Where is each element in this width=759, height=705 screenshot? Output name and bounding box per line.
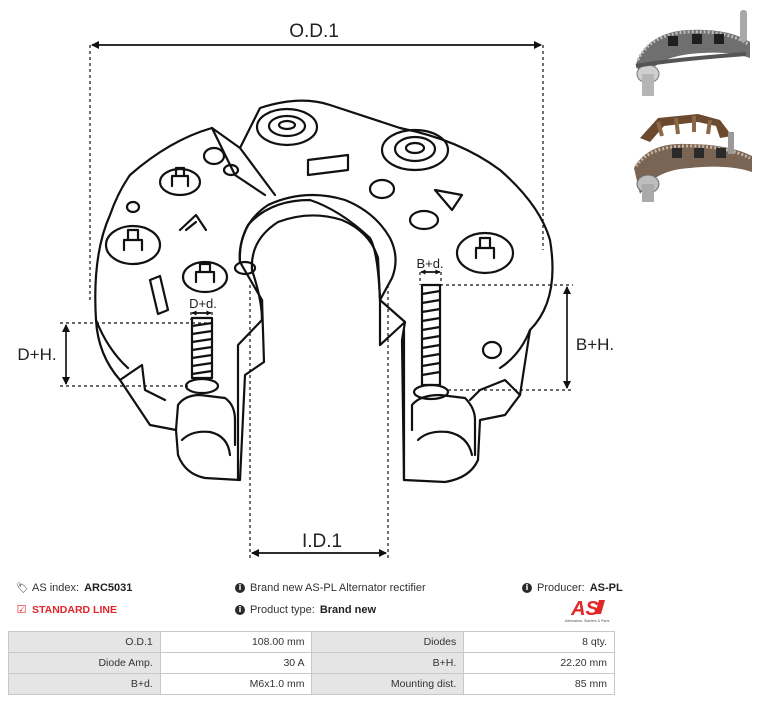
spec-label: B+d.: [8, 673, 161, 695]
brand-new-row: i Brand new AS-PL Alternator rectifier: [235, 582, 426, 594]
rectifier-technical-drawing: O.D.1 I.D.1 D+H. B+H. D+d. B+d.: [17, 21, 614, 560]
spec-label: Diodes: [311, 631, 465, 653]
spec-label: O.D.1: [8, 631, 161, 653]
product-type-label: Product type:: [250, 604, 315, 616]
spec-label: Mounting dist.: [311, 673, 465, 695]
svg-text:Alternators, Starters & Parts: Alternators, Starters & Parts: [565, 619, 610, 623]
product-type-value: Brand new: [319, 604, 377, 616]
as-index-label: AS index:: [32, 582, 80, 594]
producer-value: AS-PL: [589, 582, 623, 594]
brand-new-text: Brand new AS-PL Alternator rectifier: [250, 582, 426, 594]
checkbox-icon: ☑: [16, 603, 27, 616]
bh-dimension-label: B+H.: [576, 335, 614, 354]
tags-icon: 🏷: [16, 582, 29, 594]
spec-value: M6x1.0 mm: [159, 673, 313, 695]
product-photo-top: [635, 10, 750, 96]
as-index-row: 🏷 AS index: ARC5031: [16, 582, 132, 594]
producer-label: Producer:: [537, 582, 585, 594]
spec-label: Diode Amp.: [8, 652, 161, 674]
bd-dimension-label: B+d.: [416, 256, 443, 271]
spec-value: 30 A: [159, 652, 313, 674]
product-type-row: i Product type: Brand new: [235, 604, 376, 616]
standard-line-label: STANDARD LINE: [32, 604, 117, 616]
dh-dimension-label: D+H.: [17, 345, 56, 364]
as-pl-logo: AS Alternators, Starters & Parts: [565, 598, 610, 623]
svg-text:AS: AS: [570, 598, 599, 620]
dd-dimension-label: D+d.: [189, 296, 217, 311]
info-icon: i: [235, 583, 245, 593]
info-icon: i: [522, 583, 532, 593]
standard-line-row: ☑ STANDARD LINE: [16, 604, 117, 616]
spec-value: 8 qty.: [463, 631, 615, 653]
spec-value: 22.20 mm: [463, 652, 615, 674]
spec-value: 108.00 mm: [159, 631, 313, 653]
product-photo-bottom: [634, 114, 752, 202]
id-dimension-label: I.D.1: [302, 531, 342, 552]
spec-label: B+H.: [311, 652, 465, 674]
as-index-value: ARC5031: [84, 582, 133, 594]
info-icon: i: [235, 605, 245, 615]
od-dimension-label: O.D.1: [289, 21, 339, 42]
producer-row: i Producer: AS-PL: [522, 582, 623, 594]
spec-value: 85 mm: [463, 673, 615, 695]
